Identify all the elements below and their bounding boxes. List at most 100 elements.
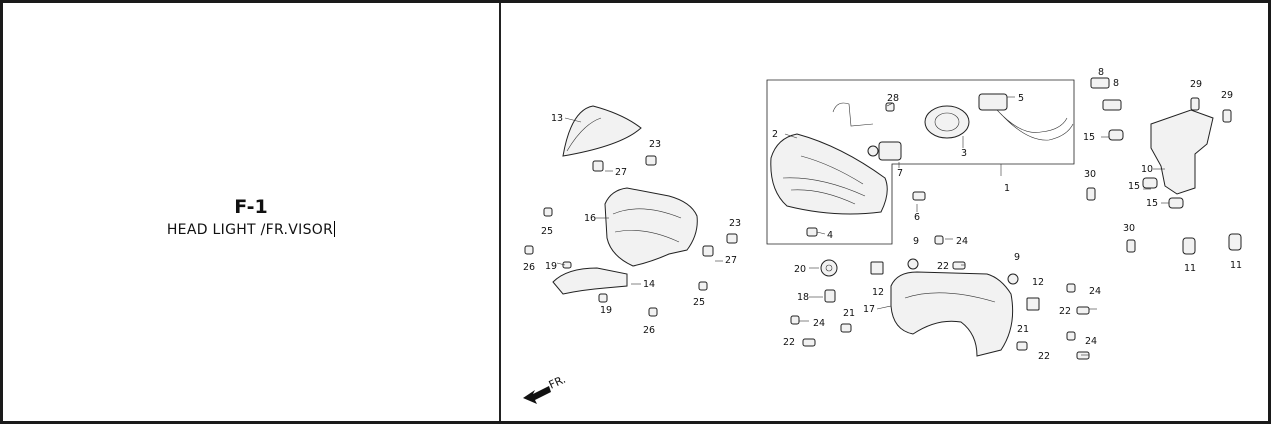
front-direction-arrow: FR. [523, 373, 568, 404]
screw-19b [598, 293, 608, 303]
screw-25b [698, 281, 708, 291]
callout-1: 1 [1004, 183, 1010, 194]
callout-15a: 15 [1083, 132, 1095, 143]
callout-19b: 19 [600, 305, 612, 316]
plate-12b [1026, 297, 1040, 311]
callout-26a: 26 [523, 262, 535, 273]
grommet-9a [907, 258, 919, 270]
screw-30b [1126, 239, 1136, 253]
callout-15b: 15 [1128, 181, 1140, 192]
callout-29a: 29 [1190, 79, 1202, 90]
screw-24c [1066, 283, 1076, 293]
callout-12b: 12 [1032, 277, 1044, 288]
callout-30a: 30 [1084, 169, 1096, 180]
front-cover-lines [612, 208, 682, 243]
callout-numbers: 1 2 3 4 5 6 7 8 8 9 9 10 11 11 12 12 13 … [523, 67, 1242, 362]
callout-26b: 26 [643, 325, 655, 336]
headlight-bulb [878, 141, 902, 161]
callout-11b: 11 [1230, 260, 1242, 271]
callout-24c: 24 [1089, 286, 1101, 297]
screw-19a [562, 261, 572, 269]
screw-30a [1086, 187, 1096, 201]
callout-23b: 23 [729, 218, 741, 229]
callout-25b: 25 [693, 297, 705, 308]
callout-3: 3 [961, 148, 967, 159]
screw-24a [934, 235, 944, 245]
callout-9b: 9 [1014, 252, 1020, 263]
parts-diagram-svg: 1 2 3 4 5 6 7 8 8 9 9 10 11 11 12 12 13 … [523, 67, 1242, 404]
screw-26b [648, 307, 658, 317]
bulb-socket [978, 93, 1008, 111]
callout-29b: 29 [1221, 90, 1233, 101]
callout-8b: 8 [1113, 78, 1119, 89]
grommet-15a [1108, 129, 1124, 141]
collar-11b [1228, 233, 1242, 251]
callout-23a: 23 [649, 139, 661, 150]
callout-2: 2 [772, 129, 778, 140]
text-caret [334, 221, 336, 237]
visor-edge [566, 117, 602, 152]
collar-11a [1182, 237, 1196, 255]
callout-14: 14 [643, 279, 655, 290]
adjust-gear-hub [825, 264, 833, 272]
grommet-15c [1168, 197, 1184, 209]
screw-18 [824, 289, 836, 303]
bracket-21b [1016, 341, 1028, 351]
bulb-28 [885, 102, 895, 112]
callout-12a: 12 [872, 287, 884, 298]
callout-22a: 22 [937, 261, 949, 272]
section-title: HEAD LIGHT /FR.VISOR [166, 222, 334, 238]
nut-22d [1076, 351, 1090, 360]
bulb-glass [867, 145, 879, 157]
callout-22c: 22 [1059, 306, 1071, 317]
callout-24d: 24 [1085, 336, 1097, 347]
grommet-15b [1142, 177, 1158, 189]
callout-21b: 21 [1017, 324, 1029, 335]
section-title-wrap: HEAD LIGHT /FR.VISOR [3, 221, 499, 238]
callout-27a: 27 [615, 167, 627, 178]
headlight-lens [770, 133, 888, 215]
callout-15c: 15 [1146, 198, 1158, 209]
grommet-9b [1007, 273, 1019, 285]
callout-22d: 22 [1038, 351, 1050, 362]
callout-21a: 21 [843, 308, 855, 319]
clip-6 [912, 191, 926, 201]
screw-29a [1190, 97, 1200, 111]
headlight-stay [1150, 109, 1214, 195]
socket-harness [996, 109, 1074, 141]
leader-lines [556, 96, 1169, 356]
callout-10: 10 [1141, 164, 1153, 175]
callout-24b: 24 [813, 318, 825, 329]
screw-24d [1066, 331, 1076, 341]
section-panel: F-1 HEAD LIGHT /FR.VISOR [3, 3, 501, 421]
callout-11a: 11 [1184, 263, 1196, 274]
callout-13: 13 [551, 113, 563, 124]
callout-24a: 24 [956, 236, 968, 247]
callout-22b: 22 [783, 337, 795, 348]
nut-23b [726, 233, 738, 244]
callout-28: 28 [887, 93, 899, 104]
plate-12a [870, 261, 884, 275]
callout-17: 17 [863, 304, 875, 315]
callout-9a: 9 [913, 236, 919, 247]
screw-29b [1222, 109, 1232, 123]
nut-23a [645, 155, 657, 166]
screw-25a [543, 207, 553, 217]
callout-4: 4 [827, 230, 833, 241]
headlight-housing [890, 271, 1014, 357]
headlight-group-box [766, 79, 1075, 245]
screw-27b [702, 245, 714, 257]
clip-8a [1090, 77, 1110, 89]
cover-bracket [552, 267, 628, 295]
callout-18: 18 [797, 292, 809, 303]
callout-8a: 8 [1098, 67, 1104, 78]
callout-20: 20 [794, 264, 806, 275]
bulb-cover-inner [934, 112, 960, 132]
screw-27a [592, 160, 604, 172]
screw-26a [524, 245, 534, 255]
arrow-shape [523, 386, 551, 404]
callout-27b: 27 [725, 255, 737, 266]
nut-22a [952, 261, 966, 270]
section-code: F-1 [234, 196, 268, 218]
